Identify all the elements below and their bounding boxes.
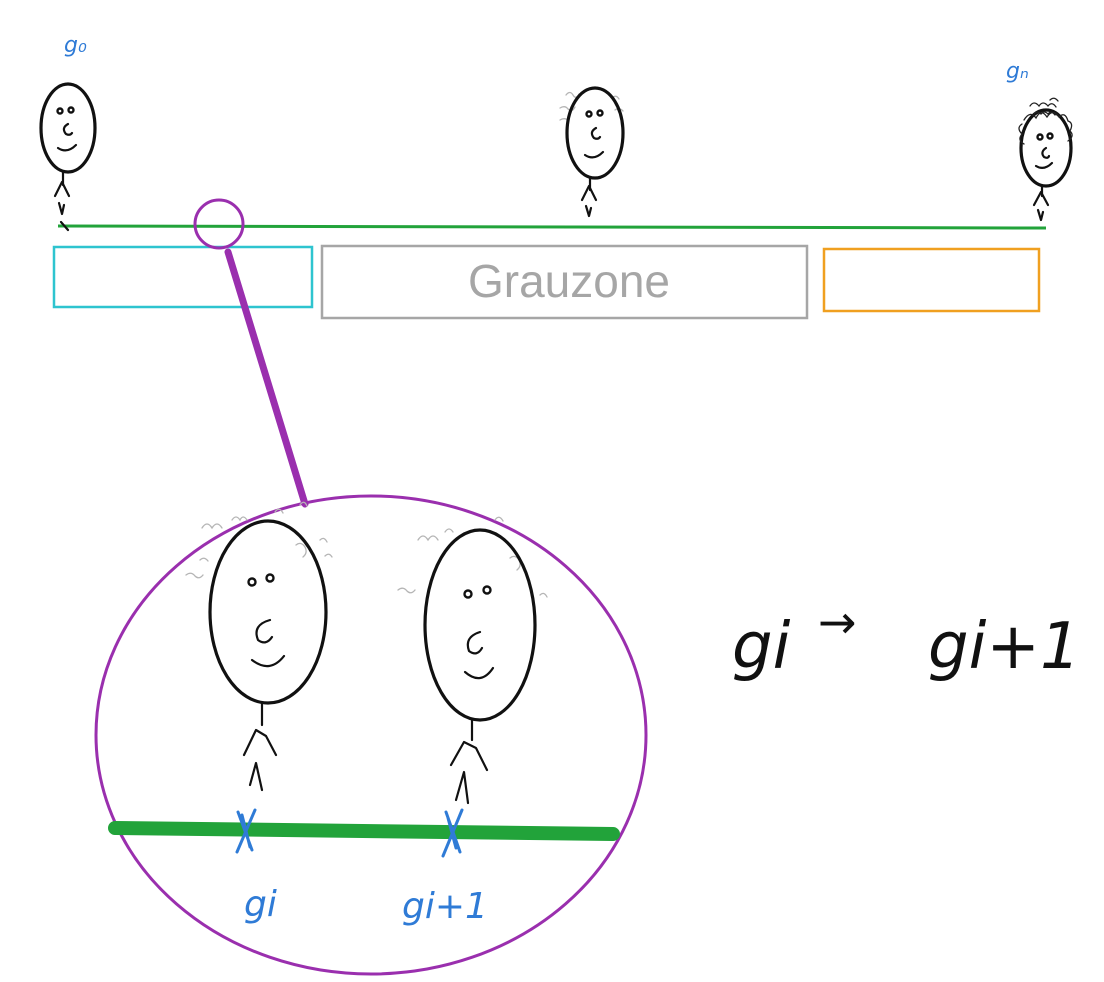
stick-figure-old (1018, 97, 1073, 222)
transition-from: gi (732, 610, 791, 684)
marker-gi1 (441, 808, 464, 858)
magnifier-handle (224, 248, 309, 508)
g-start-label: g₀ (64, 33, 87, 58)
zone-middle-label: Grauzone (468, 255, 670, 307)
g-end-label: gₙ (1006, 59, 1029, 84)
zone-middle (320, 244, 809, 320)
magnifier-large-circle (94, 494, 648, 976)
marker-gi (235, 808, 257, 854)
label-gi: gi (244, 884, 277, 925)
transition-arrow: → (818, 595, 857, 649)
timeline (57, 224, 1047, 230)
zone-right (822, 247, 1041, 313)
zone-left (52, 245, 314, 309)
stick-figure-middle (559, 86, 625, 218)
transition-to: gi+1 (928, 610, 1081, 684)
label-gi1: gi+1 (402, 886, 488, 927)
zoomed-timeline (108, 821, 620, 841)
stick-figure-zoom-gi1 (397, 516, 548, 805)
magnifier-small-circle (193, 198, 245, 250)
stick-figure-young (39, 82, 97, 232)
stick-figure-zoom-gi (185, 501, 333, 792)
